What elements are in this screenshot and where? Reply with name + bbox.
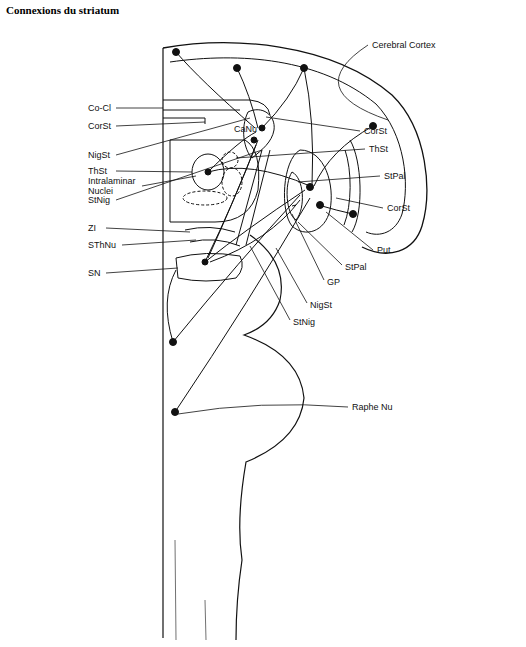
structure-label: Co-Cl (88, 103, 111, 113)
structure-label: SThNu (88, 240, 116, 250)
structure-label: ZI (88, 223, 96, 233)
structure-label: Cerebral Cortex (372, 40, 436, 50)
structure-label: SN (88, 268, 101, 278)
structure-label: NigSt (310, 300, 332, 310)
structure-label: NigSt (88, 150, 110, 160)
structure-label: StNig (293, 317, 315, 327)
structure-label: CorSt (364, 126, 387, 136)
structure-label: StNig (88, 195, 110, 205)
structure-label: StPal (345, 262, 367, 272)
structure-label: CorSt (387, 203, 410, 213)
structure-label: Put (377, 245, 391, 255)
structure-label: StPal (384, 171, 406, 181)
structure-label: GP (327, 277, 340, 287)
structure-label: ThSt (88, 166, 107, 176)
structure-label: Intralaminar Nuclei (88, 176, 140, 196)
title: Connexions du striatum (6, 4, 119, 16)
structure-label: CaNu (234, 124, 257, 134)
structure-label: Raphe Nu (352, 402, 393, 412)
structure-label: CorSt (88, 121, 111, 131)
structure-label: ThSt (369, 144, 388, 154)
